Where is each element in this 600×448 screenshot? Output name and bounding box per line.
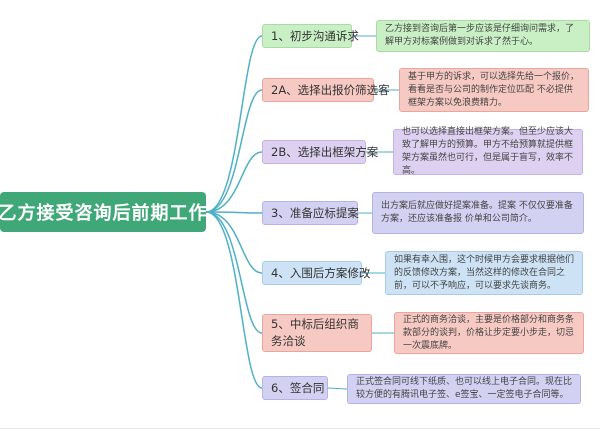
branch-connector-7 bbox=[205, 211, 263, 389]
branch-connector-1 bbox=[205, 35, 263, 213]
branch-note-2b[interactable]: 也可以选择直接出框架方案。但至少应该大致了解甲方的预算。甲方不给预算就提供框架方… bbox=[393, 127, 583, 176]
branch-note-3[interactable]: 出方案后就应做好提案准备。提案 不仅仅要准备方案，还应该准备报 价单和公司简介。 bbox=[372, 192, 584, 234]
branch-topic-2b[interactable]: 2B、选择出框架方案 bbox=[262, 140, 378, 164]
footer-divider bbox=[0, 428, 600, 429]
branch-note-5[interactable]: 正式的商务洽谈，主要是价格部分和商务条款部分的谈判，价格让步定要小步走，切忌一次… bbox=[394, 312, 584, 354]
branch-note-6[interactable]: 正式签合同可线下纸质、也可以线上电子合同。现在比较方便的有腾讯电子签、e签宝、一… bbox=[347, 374, 581, 404]
branch-topic-2a[interactable]: 2A、选择出报价筛选客 bbox=[262, 78, 390, 102]
branch-connector-3 bbox=[205, 151, 263, 213]
note-connector-7 bbox=[327, 387, 348, 390]
branch-topic-3[interactable]: 3、准备应标提案 bbox=[262, 201, 359, 225]
branch-topic-5[interactable]: 5、中标后组织商务洽谈 bbox=[262, 314, 372, 352]
branch-note-4[interactable]: 如果有幸入围，这个时候甲方会要求根据他们的反馈修改方案，当然这样的修改在合同之前… bbox=[385, 251, 583, 295]
branch-note-1[interactable]: 乙方接到咨询后第一步应该是仔细询问需求，了解甲方对标案例做到对诉求了然于心。 bbox=[376, 20, 590, 52]
branch-connector-5 bbox=[205, 211, 263, 274]
branch-connector-4 bbox=[205, 211, 263, 214]
branch-connector-2 bbox=[205, 89, 263, 213]
branch-connector-6 bbox=[205, 211, 263, 334]
root-topic[interactable]: 乙方接受咨询后前期工作 bbox=[0, 192, 207, 232]
branch-topic-1[interactable]: 1、初步沟通诉求 bbox=[262, 24, 359, 48]
branch-topic-4[interactable]: 4、入围后方案修改 bbox=[262, 261, 370, 285]
branch-note-2a[interactable]: 基于甲方的诉求，可以选择先给一个报价，看看是否与公司的制作定位匹配 不必提供框架… bbox=[399, 68, 589, 112]
branch-topic-6[interactable]: 6、签合同 bbox=[262, 376, 328, 400]
